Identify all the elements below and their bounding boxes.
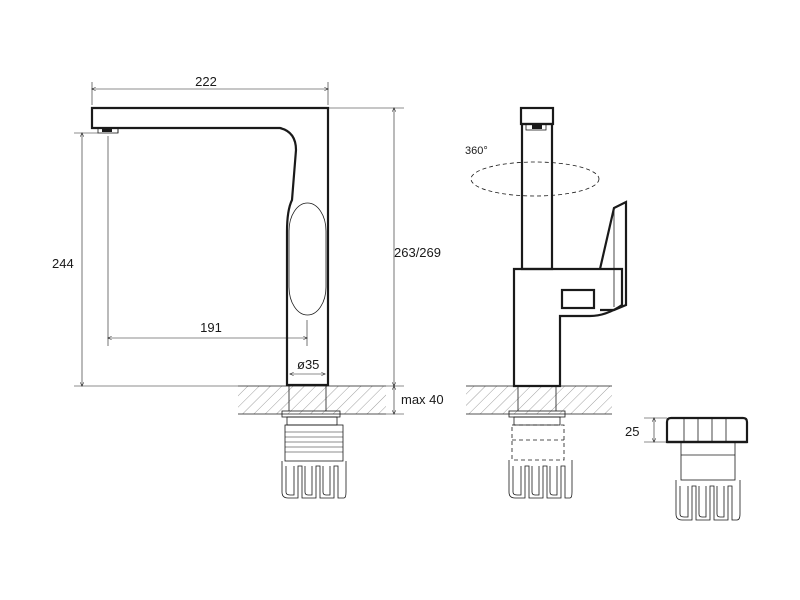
spout-column — [519, 106, 555, 271]
side-hidden-shank — [511, 424, 565, 461]
threaded-shank — [284, 424, 344, 462]
dim-connector-height: 25 — [625, 418, 667, 442]
countertop-side — [466, 385, 612, 415]
dim-base-diameter-label: ø35 — [297, 357, 319, 372]
dim-spout-height-label: 244 — [52, 256, 74, 271]
connector-detail: 25 — [625, 416, 749, 521]
detail-legs — [675, 480, 741, 521]
dim-spout-length: 222 — [92, 74, 328, 105]
connector-legs — [281, 461, 347, 499]
detail-shank — [680, 441, 736, 481]
dim-total-height: 263/269 — [328, 108, 441, 386]
dim-connector-height-label: 25 — [625, 424, 639, 439]
faucet-body-outline — [90, 106, 330, 387]
dim-spout-length-label: 222 — [195, 74, 217, 89]
side-connector-legs — [508, 460, 573, 499]
dim-spout-reach-label: 191 — [200, 320, 222, 335]
dim-total-height-label: 263/269 — [394, 245, 441, 260]
dim-max-thickness: max 40 — [386, 386, 444, 414]
rotation-ellipse — [470, 161, 600, 197]
side-lever — [560, 200, 628, 312]
front-view: 222 263/269 max 40 244 191 — [52, 74, 444, 499]
side-view: 360° — [465, 106, 628, 499]
countertop-front — [238, 385, 386, 415]
oval-handle — [288, 202, 327, 316]
dim-spout-height: 244 — [52, 133, 238, 386]
dim-max-thickness-label: max 40 — [401, 392, 444, 407]
dim-base-diameter: ø35 — [290, 357, 325, 374]
detail-nut — [665, 416, 749, 444]
dim-spout-reach: 191 — [108, 136, 307, 346]
side-body — [512, 267, 624, 388]
rotation-label: 360° — [465, 145, 488, 157]
aerator — [97, 127, 119, 134]
